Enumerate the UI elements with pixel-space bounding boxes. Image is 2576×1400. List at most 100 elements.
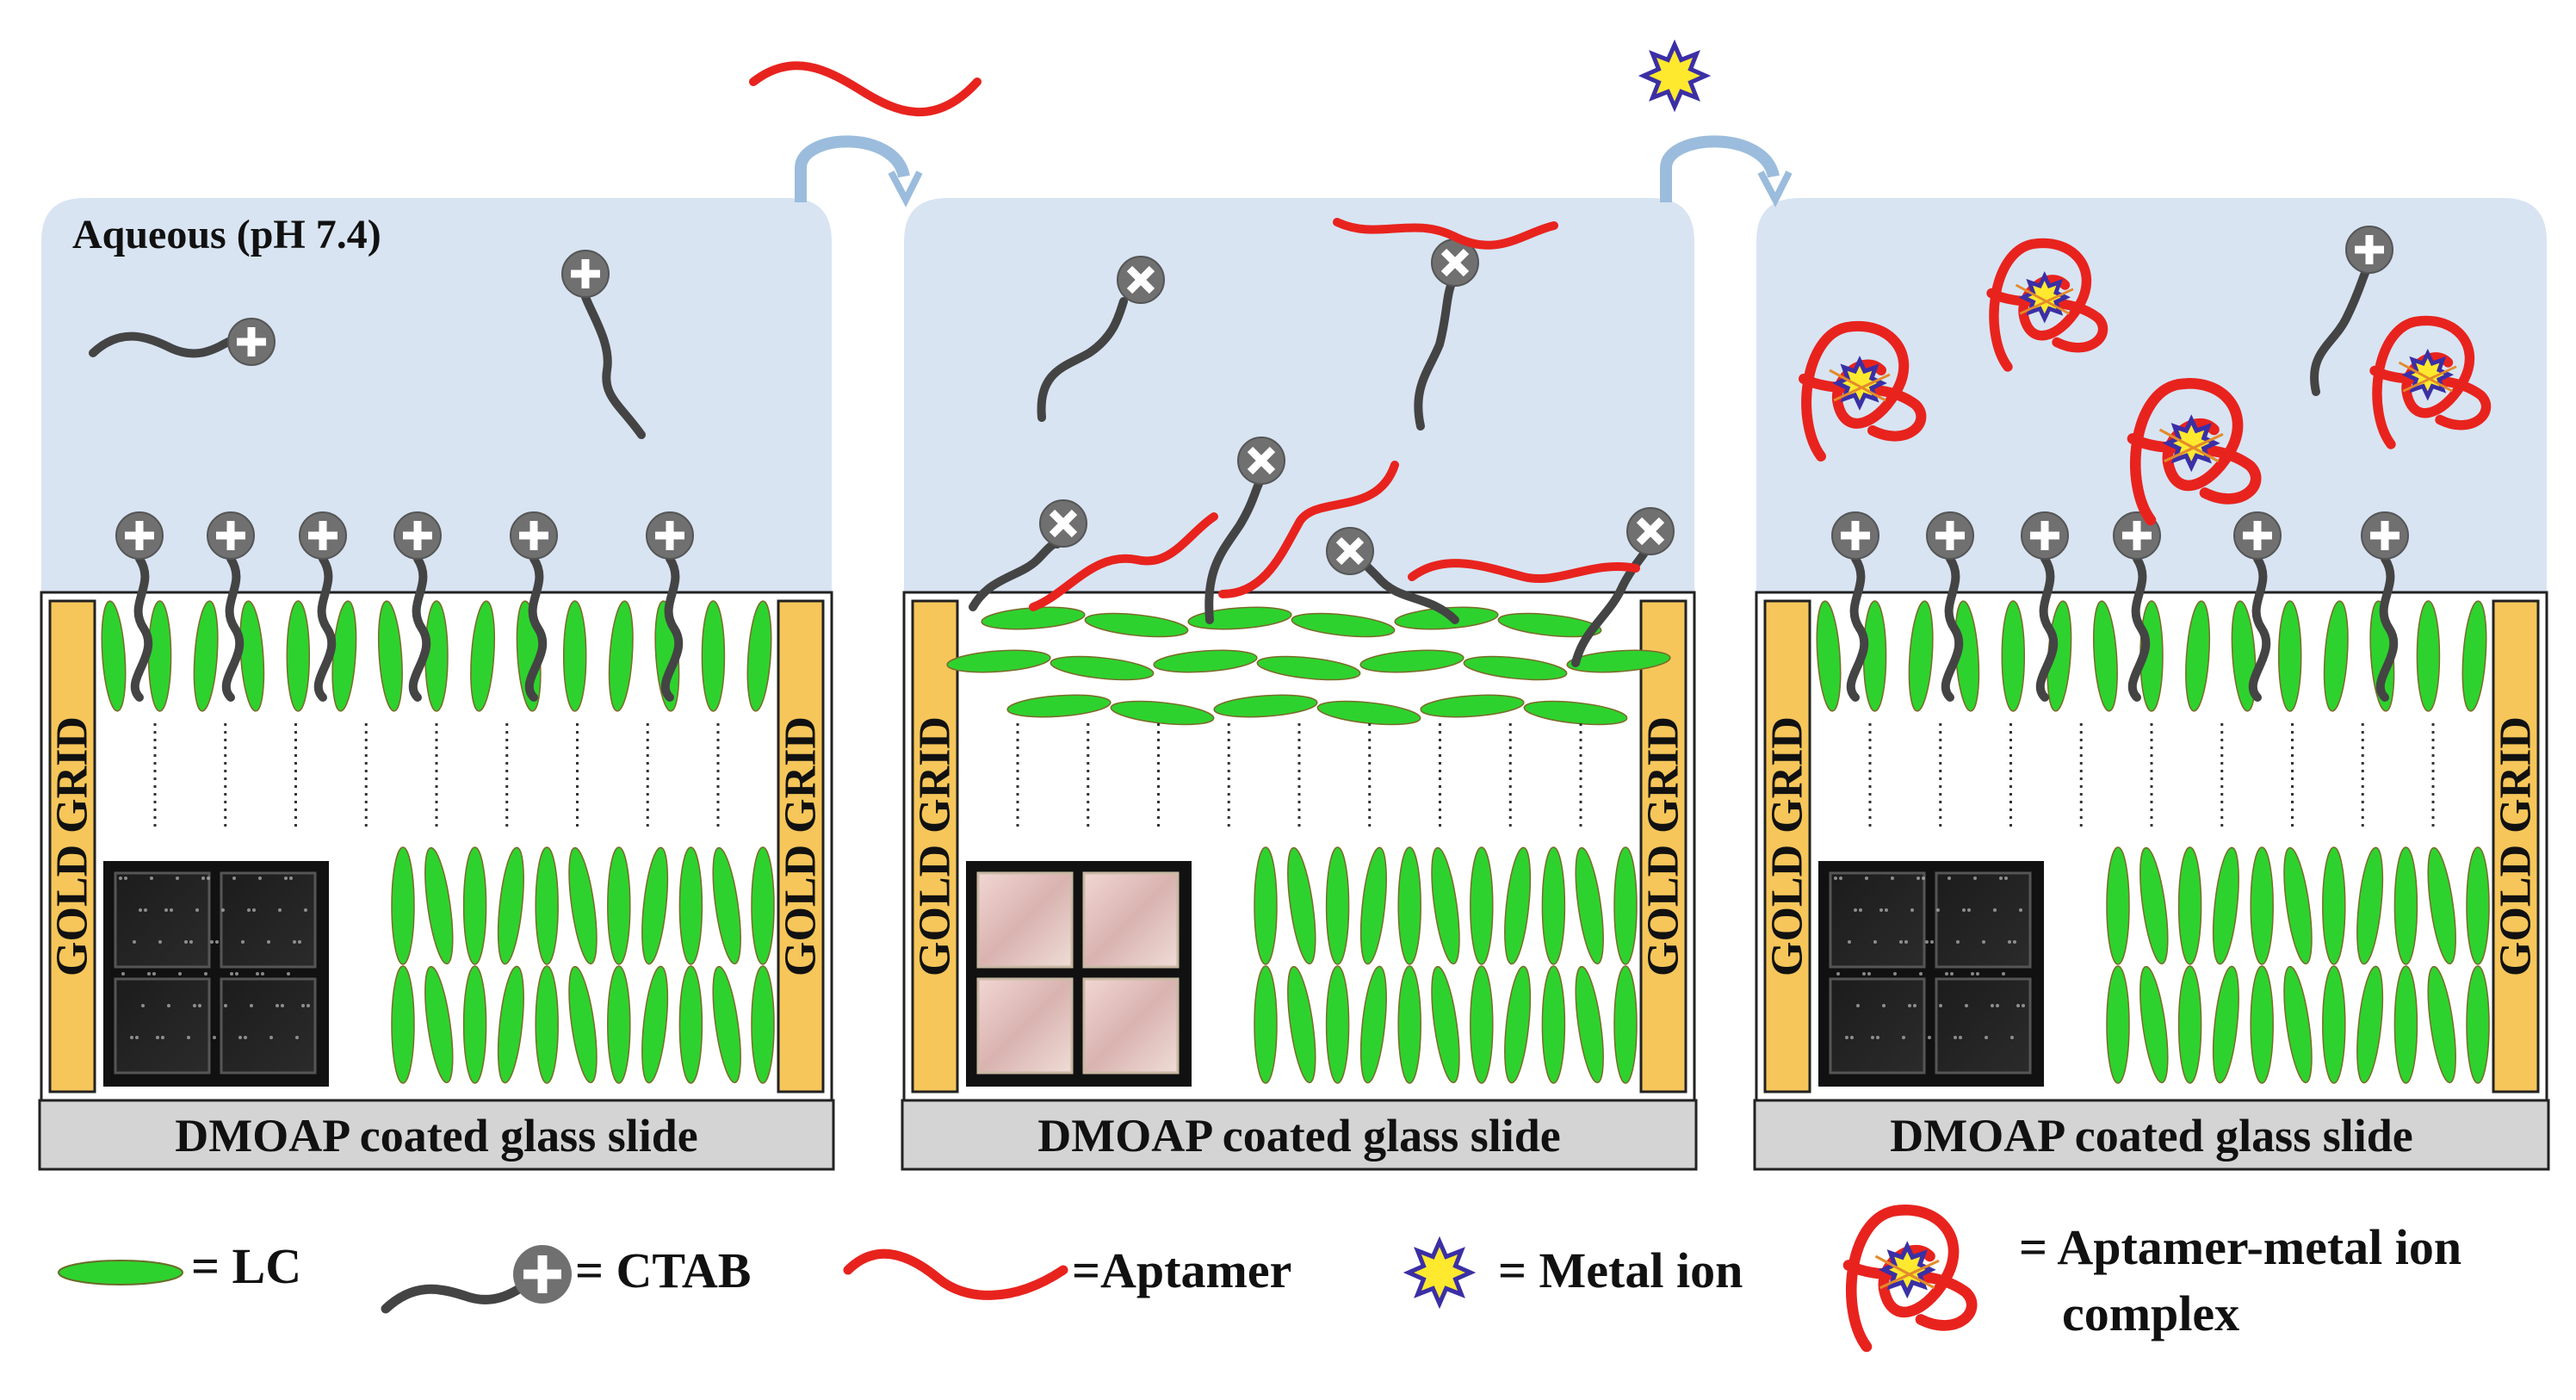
ctab-molecule <box>207 511 255 702</box>
slide-label: DMOAP coated glass slide <box>1037 1110 1560 1162</box>
lc-molecule-icon <box>58 1260 183 1285</box>
lc-molecule <box>2461 600 2487 712</box>
ctab-molecule <box>115 511 164 702</box>
lc-molecule <box>751 846 775 965</box>
ctab-molecule <box>969 499 1087 611</box>
lc-molecule <box>2250 965 2274 1084</box>
ctab-molecule <box>510 511 558 702</box>
gold-grid-label: GOLD GRID <box>1639 716 1688 976</box>
glass-slide <box>1753 1099 2550 1171</box>
legend-complex-label-2: complex <box>2062 1285 2239 1341</box>
lc-molecule <box>2092 600 2118 712</box>
lc-molecule <box>2393 846 2418 965</box>
lc-molecule <box>2139 965 2169 1084</box>
lc-molecule <box>2393 965 2418 1084</box>
lc-molecule <box>712 846 741 965</box>
lc-molecule <box>377 600 403 712</box>
aptamer-addition-step <box>749 61 981 208</box>
lc-molecule <box>1504 846 1532 965</box>
lc-molecule <box>568 846 598 965</box>
lc-molecule <box>2427 965 2456 1084</box>
legend-ctab-label: = CTAB <box>575 1242 751 1298</box>
lc-molecule <box>1566 649 1671 673</box>
ctab-molecule <box>1037 256 1165 422</box>
lc-molecule <box>1575 965 1604 1084</box>
lc-molecule <box>946 649 1051 673</box>
ctab-molecule <box>2021 511 2069 702</box>
aqueous-label: Aqueous (pH 7.4) <box>72 212 381 257</box>
lc-molecule <box>2177 846 2202 965</box>
slide-label: DMOAP coated glass slide <box>1890 1110 2412 1162</box>
lc-molecule <box>608 600 634 712</box>
lc-molecule <box>2001 600 2026 712</box>
glass-slide <box>901 1099 1698 1171</box>
gold-grid-label: GOLD GRID <box>911 716 960 976</box>
lc-molecule <box>2323 600 2349 712</box>
lc-molecule <box>2356 846 2384 965</box>
polarized-micrograph <box>1818 861 2044 1087</box>
slide-label: DMOAP coated glass slide <box>175 1110 697 1162</box>
lc-molecule <box>1110 700 1215 726</box>
lc-molecule <box>641 965 669 1084</box>
ctab-molecule <box>1414 238 1479 431</box>
lc-molecule <box>1187 606 1292 630</box>
lc-molecule <box>746 600 772 712</box>
lc-molecule <box>2277 600 2302 712</box>
lc-molecule <box>1575 846 1604 965</box>
lc-molecule <box>1325 846 1350 965</box>
lc-molecule <box>1431 846 1460 965</box>
lc-molecule <box>535 846 559 965</box>
legend: = LC = CTAB =Aptamer = Metal ion = Aptam… <box>58 1205 2461 1353</box>
aptamer-metal-complex-icon <box>1842 1205 1978 1353</box>
lc-molecule <box>1316 700 1421 726</box>
lc-molecule <box>1256 655 1361 681</box>
lc-molecule <box>2283 965 2313 1084</box>
lc-molecule <box>1613 965 1638 1084</box>
lc-molecule <box>101 600 127 712</box>
panels: Aqueous (pH 7.4) GOLD GRID GOLD GRID DMOAP … <box>38 198 2550 1171</box>
lc-molecule <box>1420 694 1525 718</box>
lc-molecule <box>568 965 598 1084</box>
lc-molecule <box>1470 846 1494 965</box>
lc-molecule <box>497 965 524 1084</box>
aptamer-icon <box>843 1248 1068 1300</box>
ctab-molecule <box>561 250 646 439</box>
lc-molecule <box>2466 965 2490 1084</box>
lc-molecule <box>2106 965 2130 1084</box>
lc-molecule <box>1523 700 1628 726</box>
lc-molecule <box>497 846 524 965</box>
gold-grid-bar <box>777 599 825 1093</box>
lc-molecule <box>1541 965 1566 1084</box>
lc-molecule <box>2427 846 2456 965</box>
lc-molecule <box>391 846 415 965</box>
lc-molecule <box>2106 846 2130 965</box>
glass-slide <box>38 1099 835 1171</box>
ctab-molecule <box>89 318 276 366</box>
lc-molecule <box>2185 600 2211 712</box>
lc-molecule <box>1816 600 1842 712</box>
lc-molecule <box>2322 965 2346 1084</box>
ctab-molecule <box>1204 437 1285 624</box>
panel-middle: GOLD GRID GOLD GRID DMOAP coated glass sli… <box>901 198 1698 1171</box>
gold-grid-bar <box>1639 599 1687 1093</box>
lc-molecule <box>535 965 559 1084</box>
lc-molecule <box>2212 965 2239 1084</box>
lc-molecule <box>2466 846 2490 965</box>
lc-molecule <box>1397 965 1421 1084</box>
gold-grid-label: GOLD GRID <box>777 716 826 976</box>
lc-molecule <box>1287 846 1316 965</box>
ctab-molecule <box>393 511 442 702</box>
lc-molecule <box>424 846 454 965</box>
lc-molecule <box>1084 612 1189 638</box>
ctab-molecule <box>1571 507 1675 667</box>
legend-metal-ion-label: = Metal ion <box>1498 1242 1743 1298</box>
lc-molecule <box>424 600 449 712</box>
aptamer-metal-complex <box>2369 315 2492 449</box>
aptamer <box>1333 218 1558 250</box>
legend-complex-label: = Aptamer-metal ion <box>2019 1219 2461 1275</box>
aptamer <box>1408 559 1640 584</box>
lc-molecule <box>2139 846 2169 965</box>
